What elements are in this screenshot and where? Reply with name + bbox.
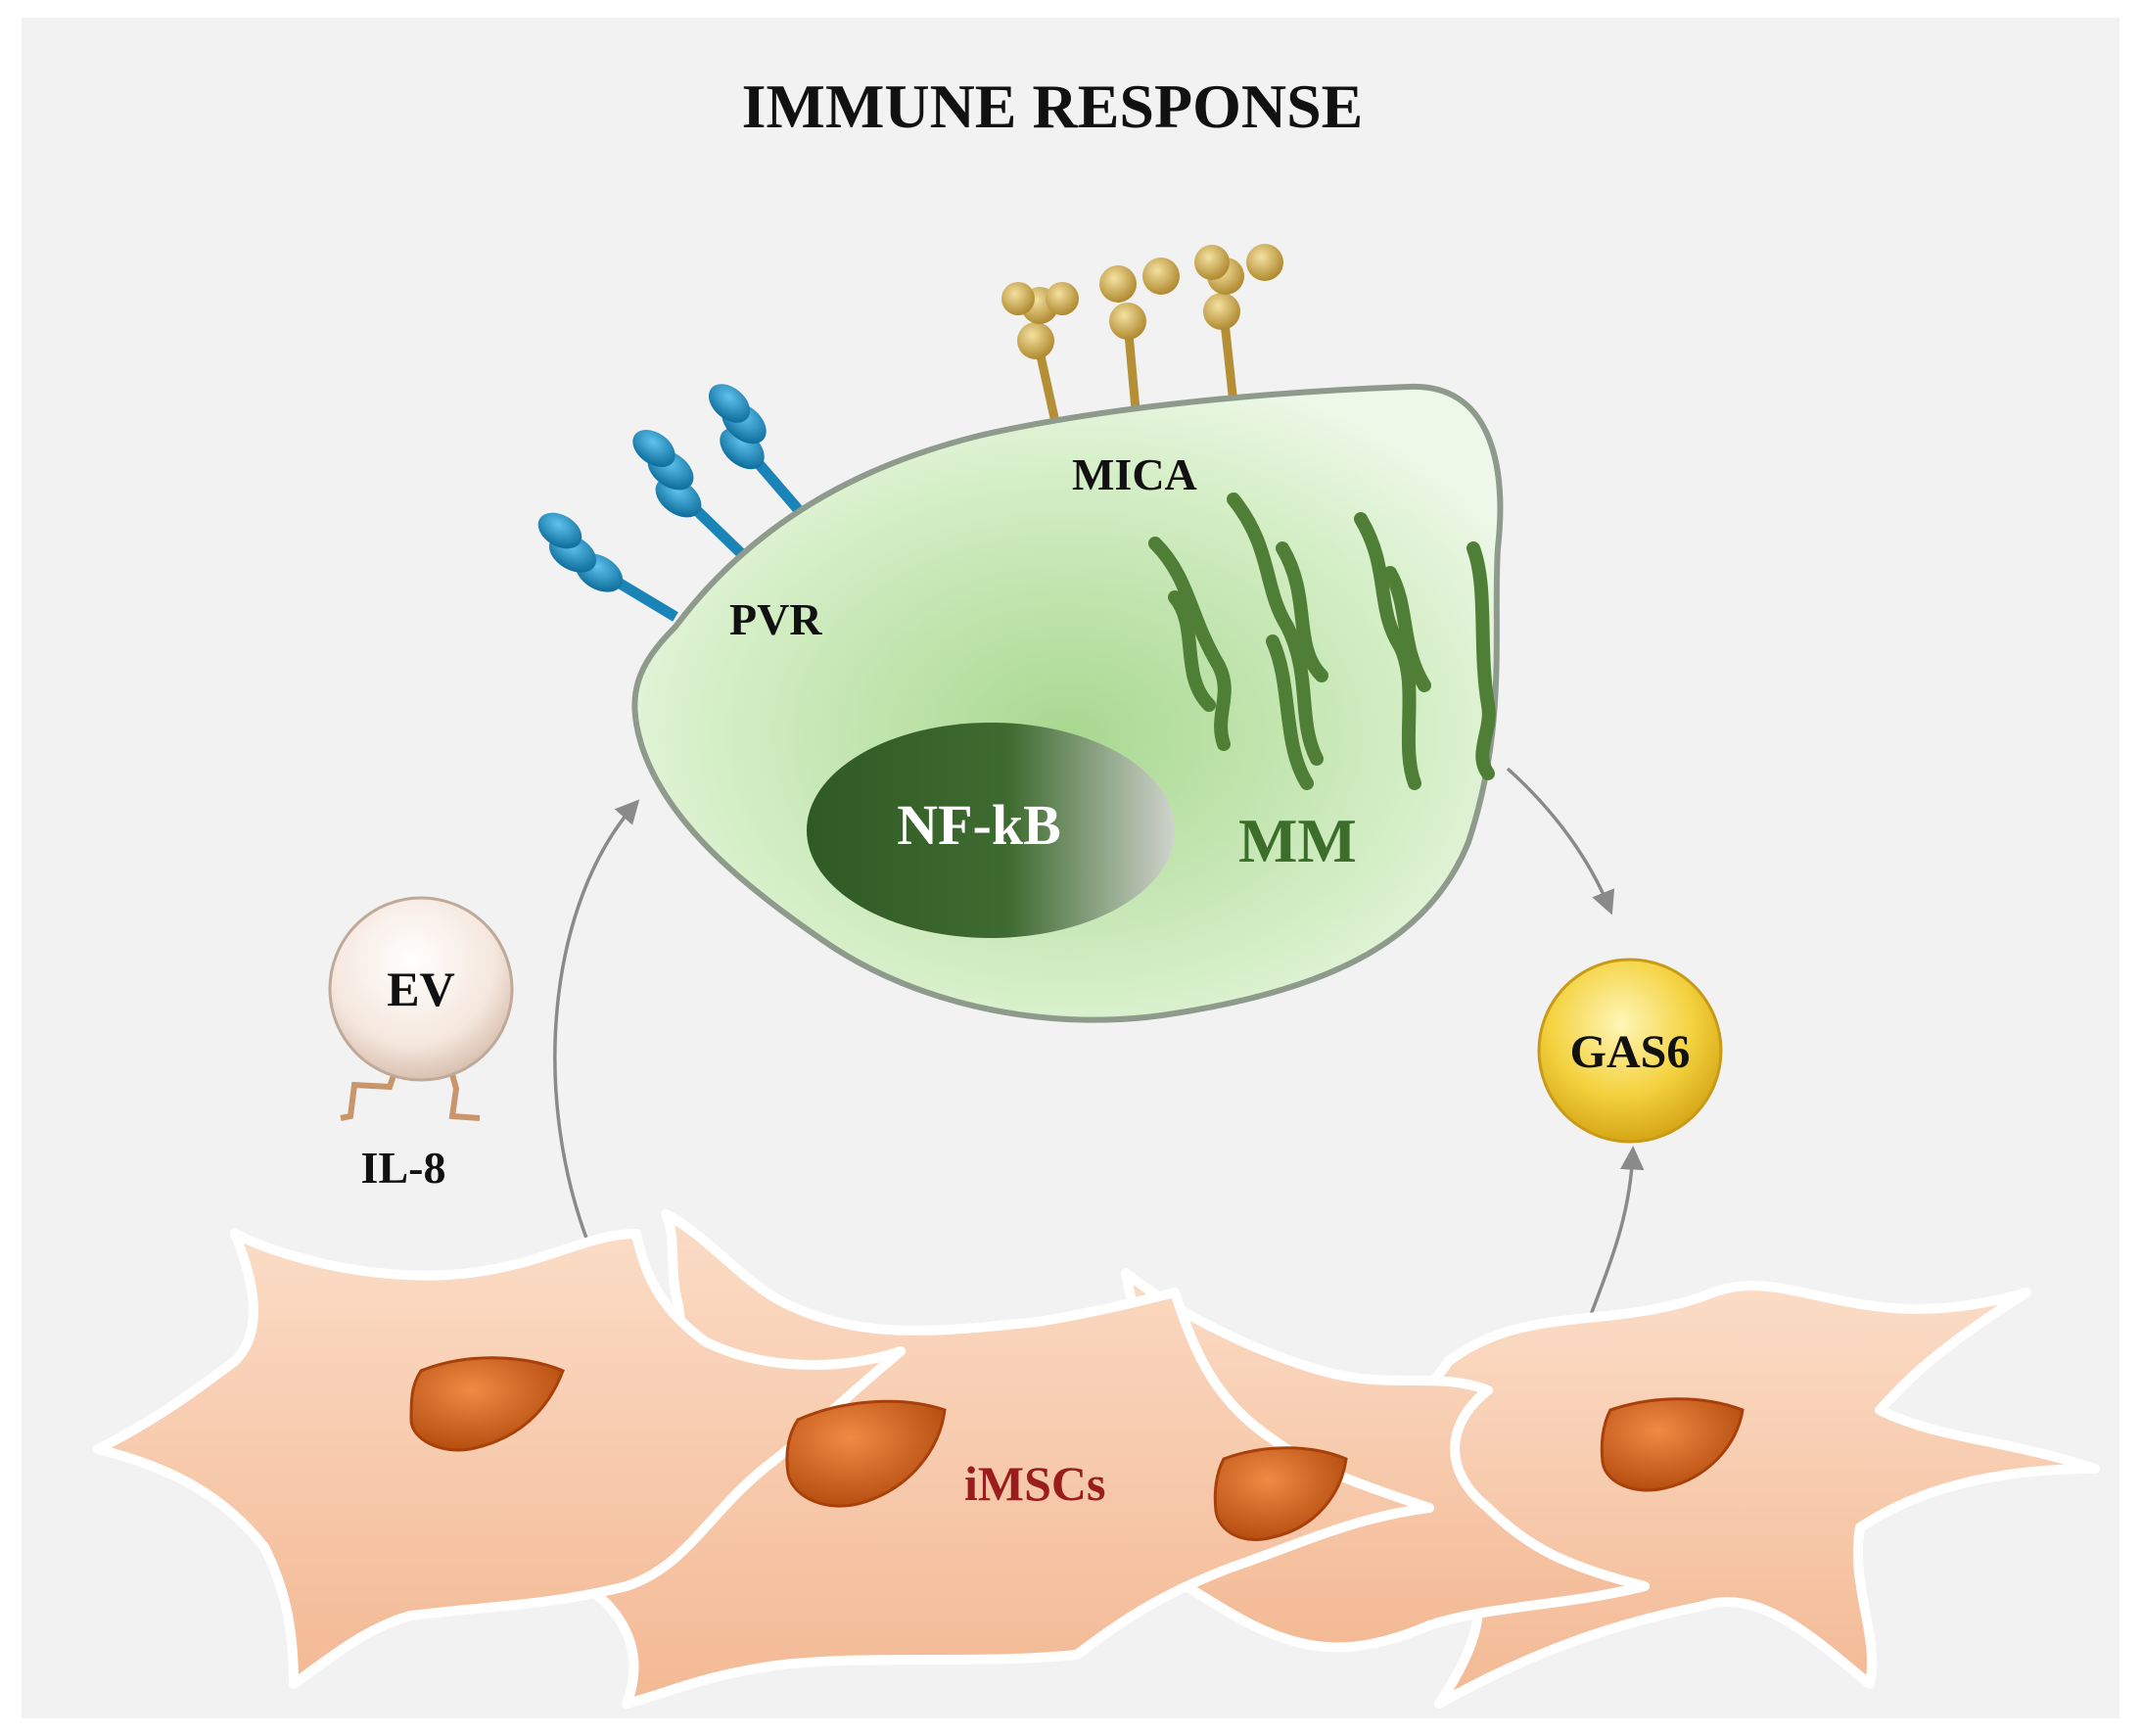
pvr-receptors xyxy=(537,384,803,622)
mica-ligands xyxy=(1001,244,1283,432)
er-organelles xyxy=(1148,493,1496,790)
ev-vesicle xyxy=(328,896,514,1121)
mm-label: MM xyxy=(1238,806,1357,875)
ev-label: EV xyxy=(387,962,454,1016)
gas6-label: GAS6 xyxy=(1570,1026,1691,1078)
stromal-nucleus xyxy=(785,1399,947,1508)
pvr-receptor xyxy=(632,429,748,560)
nfkb-nucleus xyxy=(807,723,1175,938)
imscs-layer xyxy=(93,1209,2100,1709)
stromal-nucleus xyxy=(1600,1397,1745,1492)
pvr-receptor xyxy=(708,384,803,513)
arrow-mm-to-gas6 xyxy=(1506,767,1615,915)
mica-ligand xyxy=(1099,258,1180,410)
pvr-label: PVR xyxy=(729,594,822,644)
stromal-nucleus xyxy=(409,1356,565,1452)
imscs-label: iMSCs xyxy=(964,1456,1105,1511)
figure-title: IMMUNE RESPONSE xyxy=(742,71,1364,141)
nfkb-label: NF-kB xyxy=(897,793,1061,857)
stromal-cell xyxy=(93,1229,906,1689)
stromal-nuclei xyxy=(409,1356,1745,1541)
stromal-nucleus xyxy=(1213,1446,1348,1541)
mica-ligand xyxy=(1194,244,1283,404)
mica-ligand xyxy=(1001,282,1079,432)
il8-label: IL-8 xyxy=(361,1143,446,1193)
pvr-receptor xyxy=(537,512,678,622)
arrow-imscs-to-mm xyxy=(553,799,640,1254)
gas6-sphere xyxy=(1537,958,1723,1144)
mica-label: MICA xyxy=(1072,449,1197,499)
